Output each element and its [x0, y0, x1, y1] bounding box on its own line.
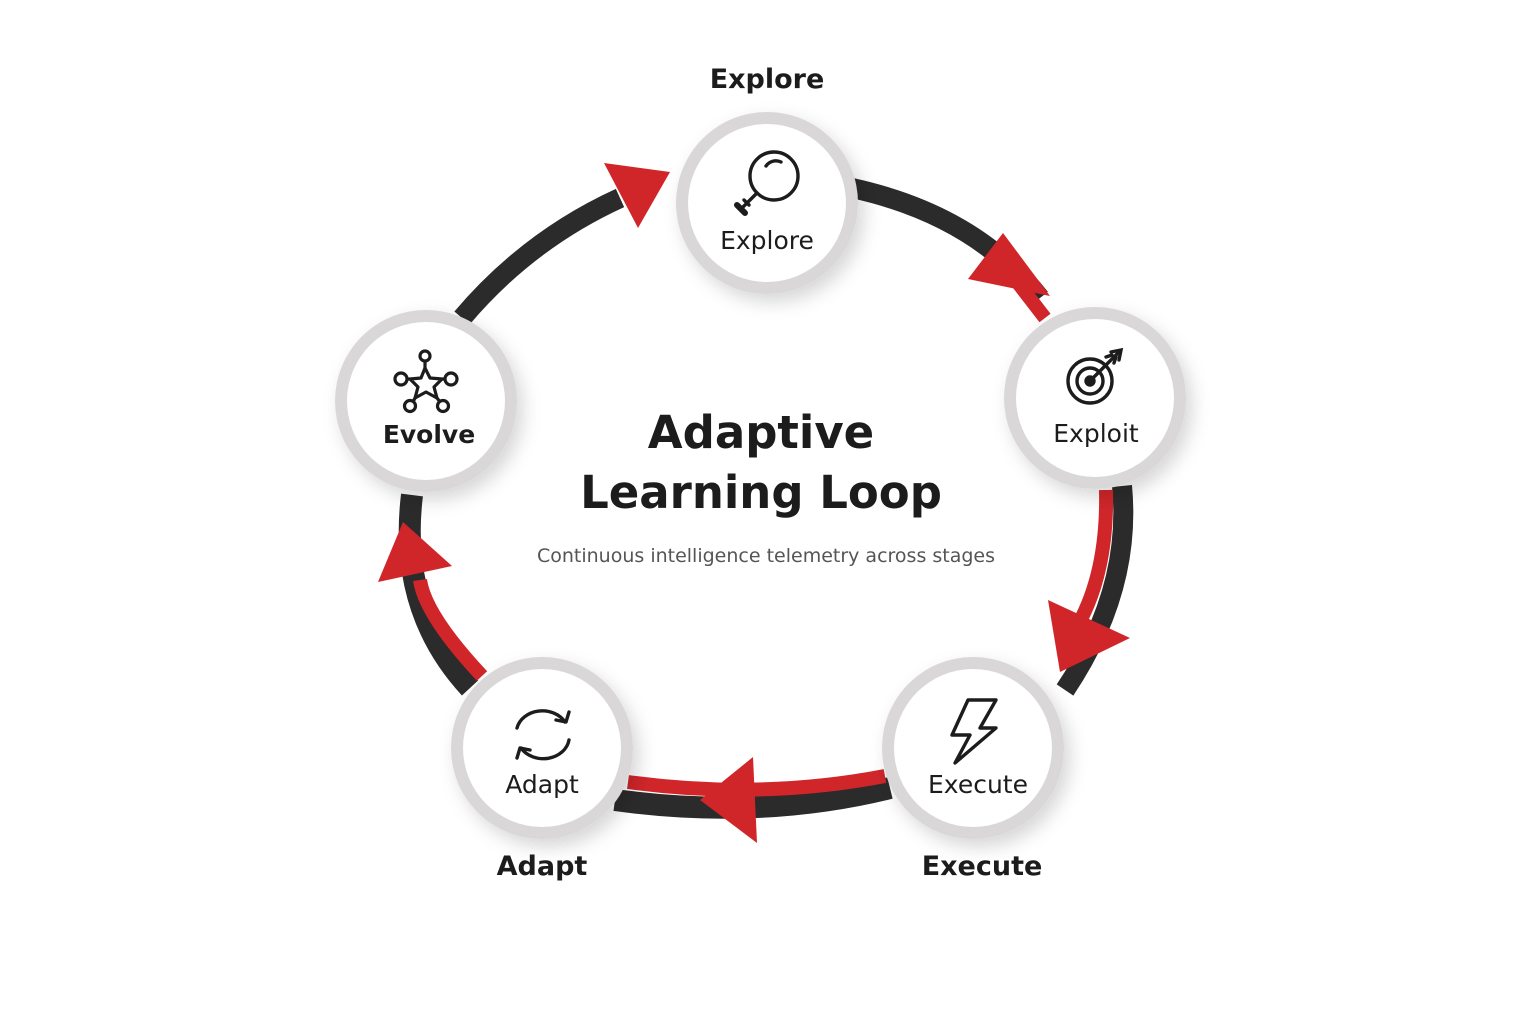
track-arc-execute-adapt: [613, 777, 893, 819]
arrowhead-to-adapt: [700, 757, 757, 843]
node-label-adapt: Adapt: [505, 770, 579, 799]
accent-arc-adapt-evolve: [413, 578, 488, 681]
node-label-evolve: Evolve: [383, 420, 475, 449]
node-label-explore: Explore: [720, 226, 814, 255]
diagram-subtitle: Continuous intelligence telemetry across…: [537, 545, 995, 567]
loop-nodes: Explore Exploit Execute: [335, 112, 1186, 839]
track-arc-exploit-execute: [1056, 485, 1134, 696]
network-star-icon: [393, 349, 459, 414]
track-arc-evolve-explore: [454, 188, 625, 325]
target-icon: [1066, 347, 1124, 405]
diagram-title-line1: Adaptive: [648, 406, 874, 459]
outer-label-execute: Execute: [922, 851, 1043, 882]
node-execute: Execute: [882, 657, 1064, 839]
magnifier-icon: [734, 150, 800, 216]
outer-label-explore: Explore: [710, 64, 825, 95]
node-adapt: Adapt: [451, 657, 633, 839]
node-label-exploit: Exploit: [1053, 419, 1139, 448]
center-title-block: Adaptive Learning Loop Continuous intell…: [537, 406, 995, 567]
outer-label-adapt: Adapt: [497, 851, 588, 882]
arrowhead-to-execute: [1048, 600, 1130, 672]
diagram-title-line2: Learning Loop: [580, 466, 942, 519]
node-label-execute: Execute: [928, 770, 1028, 799]
node-exploit: Exploit: [1004, 307, 1186, 489]
accent-arc-execute-adapt: [627, 769, 887, 797]
loop-arrowheads: [378, 163, 1130, 843]
loop-track: [398, 178, 1134, 819]
refresh-icon: [515, 709, 571, 761]
node-evolve: Evolve: [335, 310, 517, 492]
lightning-icon: [950, 698, 998, 765]
arrowhead-to-exploit: [968, 233, 1050, 296]
arrowhead-to-evolve: [378, 522, 452, 582]
node-explore: Explore: [676, 112, 858, 294]
arrowhead-to-explore: [604, 163, 670, 228]
